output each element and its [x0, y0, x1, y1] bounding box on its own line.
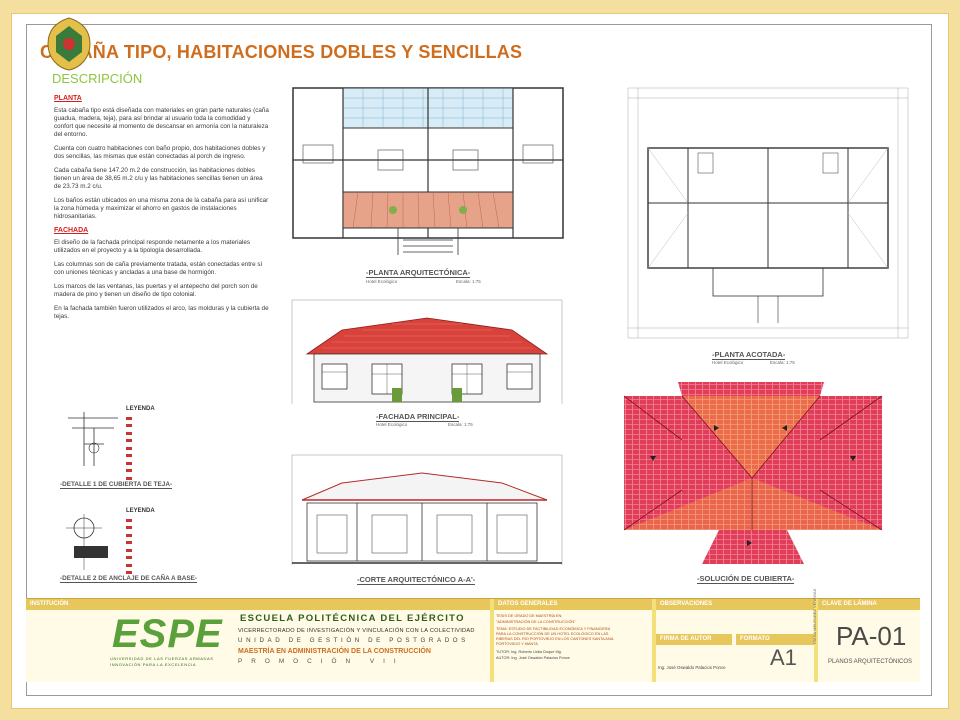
- planta-paragraph: Esta cabaña tipo está diseñada con mater…: [54, 107, 269, 138]
- university-name: UNIVERSIDAD DE LAS FUERZAS ARMADAS: [110, 656, 214, 661]
- detail1-label: -DETALLE 1 DE CUBIERTA DE TEJA-: [60, 481, 173, 489]
- espe-logo: ESPE: [112, 612, 223, 656]
- thesis-line: "ADMINISTRACIÓN DE LA CONSTRUCCIÓN": [496, 620, 576, 624]
- legend-item: [126, 423, 135, 431]
- topic-line: RIBERAS DEL RÍO PORTOVIEJO EN LOS CANTON…: [496, 637, 615, 641]
- author-signature: Ing. José Oswaldo Palacios Ponce: [658, 665, 726, 670]
- legend-item: [126, 468, 135, 476]
- legend-item: [126, 445, 135, 453]
- vertical-name: DIANA MELENDEZ VENEGAS: [812, 588, 817, 644]
- description-text: PLANTA Esta cabaña tipo está diseñada co…: [54, 95, 269, 327]
- sheet-key-panel: [818, 610, 920, 682]
- general-data-header: DATOS GENERALES: [494, 599, 652, 610]
- section-label: -CORTE ARQUITECTÓNICO A-A'-: [357, 575, 476, 585]
- sheet-frame: [26, 24, 932, 696]
- author-signature-header: FIRMA DE AUTOR: [656, 634, 732, 645]
- university-seal-icon: [47, 17, 91, 71]
- floor-plan-hotel: Hotel Ecológico: [366, 279, 398, 284]
- legend-title-1: LEYENDA: [126, 406, 155, 412]
- description-heading: DESCRIPCIÓN: [52, 71, 143, 86]
- sheet-code: PA-01: [836, 621, 907, 651]
- sheet-description: PLANOS ARQUITECTÓNICOS: [828, 659, 913, 665]
- floor-plan-label: -PLANTA ARQUITECTÓNICA-: [366, 268, 471, 278]
- roof-plan-drawing: [623, 382, 883, 564]
- topic-line: PORTOVIEJO Y MANTA: [496, 642, 538, 646]
- legend-title-2: LEYENDA: [126, 508, 155, 514]
- legend-item: [126, 562, 135, 570]
- legend-item: [126, 460, 135, 468]
- floor-plan-scale: Escala: 1:75: [456, 279, 481, 284]
- institution-header: INSTITUCIÓN: [26, 599, 490, 610]
- author-line: AUTOR: Ing. José Oswaldo Palacios Ponce: [496, 656, 570, 660]
- legend-item: [126, 430, 135, 438]
- page-title: CABAÑA TIPO, HABITACIONES DOBLES Y SENCI…: [40, 42, 523, 62]
- observations-panel: [656, 610, 814, 682]
- institution-panel: [26, 610, 490, 682]
- dimensioned-plan-label: -PLANTA ACOTADA-: [712, 350, 786, 360]
- fachada-paragraph: Los marcos de las ventanas, las puertas …: [54, 283, 258, 298]
- thesis-line: TESIS DE GRADO DE MAESTRÍA EN:: [496, 614, 563, 618]
- legend-item: [126, 415, 135, 423]
- title-block: INSTITUCIÓN DATOS GENERALES OBSERVACIONE…: [26, 598, 920, 682]
- fachada-paragraph: Las columnas son de caña previamente tra…: [54, 261, 263, 276]
- legend-list-1: [126, 415, 135, 483]
- topic-line: TEMA: ESTUDIO DE FACTIBILIDAD ECONÓMICA …: [496, 627, 611, 631]
- legend-item: [126, 525, 135, 533]
- master-program: MAESTRÍA EN ADMINISTRACIÓN DE LA CONSTRU…: [238, 648, 431, 655]
- legend-list-2: [126, 517, 135, 577]
- planta-paragraph: Cada cabaña tiene 147.20 m.2 de construc…: [54, 167, 263, 190]
- roof-detail-drawing: [68, 412, 118, 466]
- topic-line: PARA LA CONSTRUCCIÓN DE UN HOTEL ECOLÓGI…: [496, 632, 609, 636]
- general-data-panel: [494, 610, 652, 682]
- university-motto: INNOVACIÓN PARA LA EXCELENCIA: [110, 662, 197, 667]
- dimensioned-plan-scale: Escala: 1:75: [770, 360, 795, 365]
- legend-item: [126, 438, 135, 446]
- school-name: ESCUELA POLITÉCNICA DEL EJÉRCITO: [240, 613, 465, 624]
- legend-item: [126, 517, 135, 525]
- sheet-key-header: CLAVE DE LÁMINA: [818, 599, 920, 610]
- promotion: PROMOCIÓN VII: [238, 658, 405, 665]
- legend-item: [126, 453, 135, 461]
- tutor-line: TUTOR: Ing. Roberto Urdia Duque Mg.: [496, 650, 562, 654]
- planta-heading: PLANTA: [54, 95, 82, 102]
- roof-plan-label: -SOLUCIÓN DE CUBIERTA-: [697, 574, 795, 584]
- fachada-paragraph: En la fachada también fueron utilizados …: [54, 305, 269, 320]
- observations-header: OBSERVACIONES: [656, 599, 814, 610]
- facade-label: -FACHADA PRINCIPAL-: [376, 412, 460, 422]
- main-facade-drawing: [291, 299, 563, 404]
- fachada-heading: FACHADA: [54, 227, 89, 234]
- planta-paragraph: Los baños están ubicados en una misma zo…: [54, 197, 269, 220]
- dimensioned-plan-drawing: [627, 87, 909, 339]
- format-header: FORMATO: [736, 634, 814, 645]
- postgrados-line: UNIDAD DE GESTIÓN DE POSTGRADOS: [238, 637, 469, 644]
- section-drawing: [291, 454, 563, 565]
- facade-scale: Escala: 1:75: [448, 422, 473, 427]
- legend-item: [126, 547, 135, 555]
- fachada-paragraph: El diseño de la fachada principal respon…: [54, 239, 251, 254]
- planta-paragraph: Cuenta con cuatro habitaciones con baño …: [54, 145, 266, 160]
- legend-item: [126, 532, 135, 540]
- dimensioned-plan-hotel: Hotel Ecológico: [712, 360, 744, 365]
- anchor-detail-drawing: [66, 514, 108, 570]
- facade-hotel: Hotel Ecológico: [376, 422, 408, 427]
- vicerrectorado-line: VICERRECTORADO DE INVESTIGACIÓN Y VINCUL…: [238, 628, 475, 634]
- legend-item: [126, 540, 135, 548]
- legend-item: [126, 555, 135, 563]
- detail2-label: -DETALLE 2 DE ANCLAJE DE CAÑA A BASE-: [60, 575, 198, 583]
- format-value: A1: [770, 645, 797, 670]
- floor-plan-drawing: [292, 87, 564, 255]
